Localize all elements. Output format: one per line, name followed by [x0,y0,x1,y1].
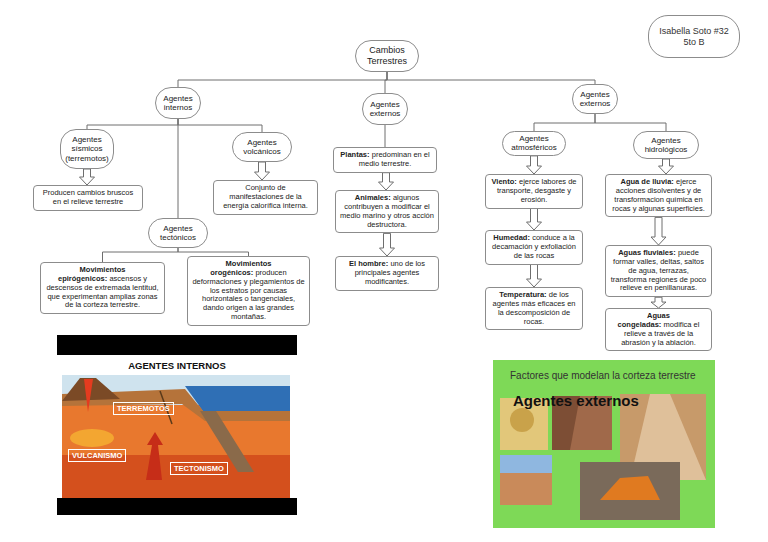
box-text: Agentes tectónicos [152,224,204,243]
box-text: Agentes sísmicos (terremotos) [64,135,110,163]
concept-box: Producen cambios bruscos en el relieve t… [33,185,143,211]
connector-line [385,125,386,147]
concept-box: Humedad:conduce a la decamación y exfoli… [485,230,583,265]
concept-box: El hombre:uno de los principales agentes… [335,256,439,291]
concept-box: Movimientos epirógenicos:ascensos y desc… [40,262,165,314]
concept-pill: Agentes tectónicos [148,218,208,248]
concept-box: Animales:algunos contribuyen a modificar… [335,190,439,233]
box-heading: Temperatura: [499,290,546,299]
block-arrow [651,217,666,245]
concept-box: Aguas congeladas:modifica el relieve a t… [605,308,712,351]
concept-pill: Agentes hidrológicos [633,131,699,159]
photo-desert [500,455,552,505]
concept-pill: Agentes volcánicos [232,132,292,162]
name-tag: Isabella Soto #32 5to B [648,15,740,58]
concept-box: Conjunto de manifestaciones de la energí… [213,180,318,215]
photo-sand [510,408,534,432]
connector-line [87,119,178,129]
black-bar [57,335,297,355]
box-text: Producen cambios bruscos en el relieve t… [43,188,133,206]
panel-title: Agentes externos [513,392,639,409]
magma-chamber [70,429,114,447]
box-heading: Agua de lluvia: [620,177,673,186]
box-text: predominan en el medio terrestre. [359,150,430,168]
block-arrow [527,265,542,287]
connector-line [178,72,387,87]
box-text: producen deformaciones y plegamientos de… [192,268,304,321]
box-text: Agentes atmosféricos [506,134,562,153]
black-bar [57,498,297,515]
green-panel [493,360,715,528]
box-heading: Viento: [491,177,516,186]
lava [84,379,93,412]
box-text: Agentes externos [366,100,404,119]
block-arrow [255,162,270,180]
box-text: Conjunto de manifestaciones de la energí… [223,183,308,210]
photo-excavator [600,476,660,500]
connector-line [595,114,666,131]
concept-box: Agua de lluvia:ejerce acciones disolvent… [605,174,712,217]
connector-line [178,119,262,132]
connector-line [178,248,249,256]
box-heading: Aguas congeladas: [618,311,670,329]
image-tag: VULCANISMO [68,449,126,462]
photo-sky [500,455,552,473]
block-arrow [527,209,542,230]
ocean [185,386,290,411]
connector-line [178,119,179,218]
box-text: Isabella Soto #32 5to B [652,26,736,47]
concept-pill: Agentes atmosféricos [502,131,566,156]
box-text: Agentes hidrológicos [637,136,695,155]
box-text: Cambios Terrestres [359,45,415,66]
box-text: Agentes internos [159,94,197,113]
image-tag: TECTONISMO [170,462,228,475]
block-arrow [80,169,95,185]
image-tag: TERREMOTOS [113,402,174,415]
box-heading: Humedad: [493,233,530,242]
connector-line [387,72,595,84]
concept-box: Temperatura:de los agentes más eficaces … [485,287,583,330]
box-text: Agentes volcánicos [236,138,288,157]
image-title: AGENTES INTERNOS [57,360,297,371]
concept-box: Viento:ejerce labores de transporte, des… [485,174,583,209]
concept-box: Movimientos orogénicos:producen deformac… [187,256,310,326]
box-heading: Plantas: [340,150,369,159]
connector-line [534,114,595,131]
concept-pill: Agentes externos [572,84,618,114]
panel-subtitle: Factores que modelan la corteza terrestr… [510,370,696,381]
convection-arrow [146,432,163,480]
block-arrow [380,233,395,256]
concept-box: Aguas fluviales:puede formar valles, del… [605,245,712,297]
box-text: Agentes externos [576,90,614,109]
concept-pill: Agentes sísmicos (terremotos) [60,129,114,169]
box-heading: Aguas fluviales: [618,248,676,257]
connector-line [103,248,179,262]
box-heading: El hombre: [349,259,388,268]
photo-quarry [580,462,680,520]
block-arrow [379,173,394,190]
concept-pill: Agentes internos [155,87,201,119]
block-arrow [659,159,674,174]
block-arrow [651,297,666,308]
block-arrow [527,156,542,174]
concept-box: Plantas:predominan en el medio terrestre… [333,147,437,173]
box-heading: Animales: [355,193,391,202]
root-concept: Cambios Terrestres [355,40,419,72]
concept-pill: Agentes externos [362,93,408,125]
image-background [57,355,297,498]
